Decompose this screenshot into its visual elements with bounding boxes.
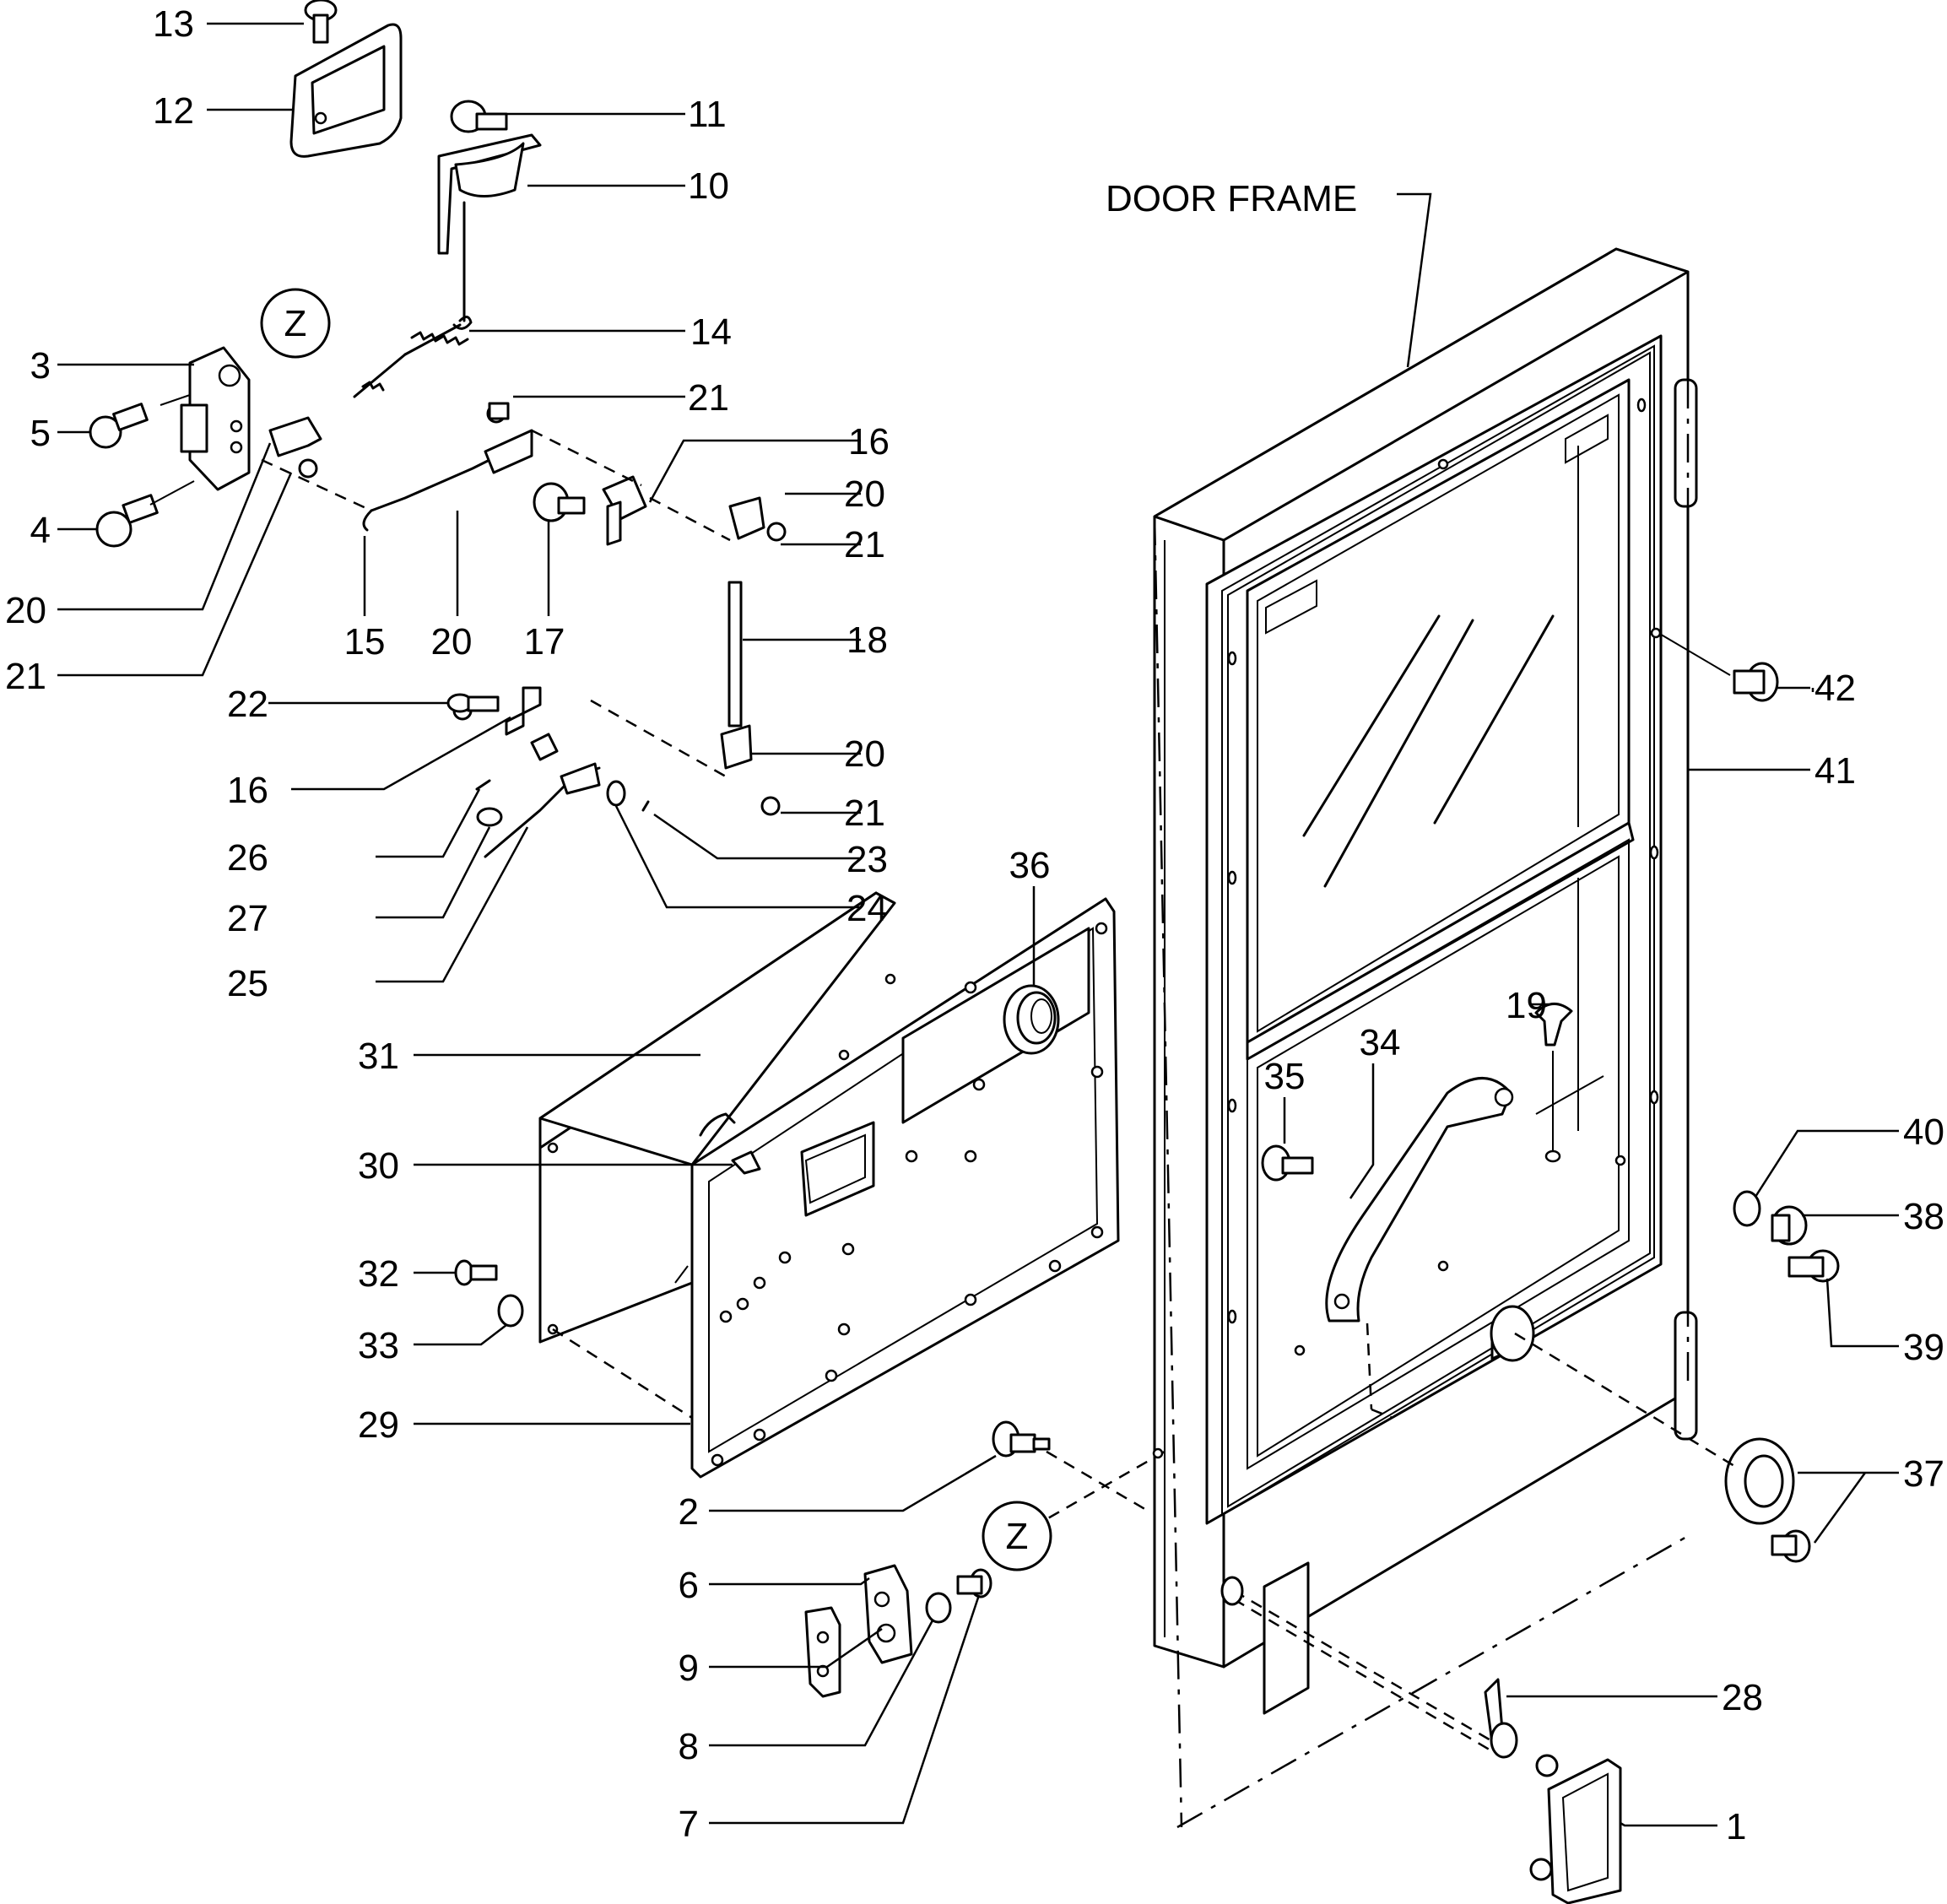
door-frame <box>1153 247 1698 1829</box>
upper-hinge <box>1674 378 1698 508</box>
lock-plate-6-9 <box>804 1564 913 1698</box>
detail-marker-z-bottom <box>982 1501 1052 1571</box>
part-labels: 13 12 11 10 14 3 5 4 20 21 21 16 20 21 1… <box>5 3 1944 1847</box>
label-38: 38 <box>1903 1196 1944 1237</box>
screw-4 <box>95 494 159 548</box>
grommet-36 <box>1003 984 1060 1055</box>
label-42: 42 <box>1814 668 1856 709</box>
part-17 <box>533 482 586 522</box>
plug-42 <box>1733 662 1779 702</box>
screw-32 <box>454 1259 498 1286</box>
label-3: 3 <box>30 345 51 387</box>
spring-rod-14 <box>353 201 473 398</box>
label-34: 34 <box>1360 1022 1401 1063</box>
label-23: 23 <box>846 839 888 880</box>
label-19: 19 <box>1506 985 1547 1026</box>
label-30: 30 <box>358 1145 399 1187</box>
screw-7 <box>956 1568 992 1598</box>
label-18: 18 <box>846 619 888 661</box>
detail-z-label-top: Z <box>284 303 307 344</box>
label-21-b: 21 <box>688 377 729 419</box>
rod-18 <box>649 496 765 770</box>
label-35: 35 <box>1264 1056 1306 1097</box>
label-12: 12 <box>153 90 194 132</box>
screw-5 <box>89 403 149 449</box>
frame-holes <box>1227 398 1659 1356</box>
label-15: 15 <box>344 621 386 663</box>
washer-33 <box>497 1294 524 1328</box>
label-39: 39 <box>1903 1327 1944 1368</box>
label-5: 5 <box>30 413 51 454</box>
label-2: 2 <box>679 1491 699 1533</box>
label-7: 7 <box>679 1804 699 1845</box>
label-41: 41 <box>1814 750 1856 792</box>
fastener-19 <box>1534 1003 1573 1047</box>
label-40: 40 <box>1903 1112 1944 1153</box>
bracket-16-upper <box>531 429 647 546</box>
label-20-a: 20 <box>5 590 46 631</box>
knob-13 <box>304 0 338 44</box>
label-16-b: 16 <box>227 770 268 811</box>
clip-30 <box>731 1150 761 1175</box>
label-22: 22 <box>227 684 268 725</box>
label-24: 24 <box>846 888 888 929</box>
label-20-b: 20 <box>844 473 885 515</box>
rod-28 <box>1484 1678 1518 1759</box>
label-27: 27 <box>227 898 268 939</box>
panel-holes <box>547 922 1108 1467</box>
label-20-c: 20 <box>431 621 473 663</box>
label-4: 4 <box>30 510 51 551</box>
handle-34 <box>1325 1077 1514 1323</box>
outer-handle-1 <box>1529 1754 1622 1904</box>
inner-handle-12 <box>289 23 403 158</box>
screw-35 <box>1261 1144 1314 1182</box>
label-36: 36 <box>1009 845 1051 886</box>
label-9: 9 <box>679 1647 699 1689</box>
label-14: 14 <box>690 311 732 353</box>
detail-z-label-bottom: Z <box>1006 1516 1029 1557</box>
label-28: 28 <box>1722 1677 1763 1718</box>
lower-linkage <box>446 686 727 858</box>
latch-bracket-10 <box>437 100 542 255</box>
label-13: 13 <box>153 3 194 45</box>
label-31: 31 <box>358 1036 399 1077</box>
label-17: 17 <box>524 621 565 663</box>
label-32: 32 <box>358 1253 399 1295</box>
label-16-a: 16 <box>848 421 890 462</box>
label-21-c: 21 <box>844 524 885 565</box>
label-10: 10 <box>688 165 729 207</box>
label-29: 29 <box>358 1404 399 1446</box>
label-25: 25 <box>227 963 268 1004</box>
label-21-a: 21 <box>5 656 46 697</box>
label-26: 26 <box>227 837 268 879</box>
label-33: 33 <box>358 1325 399 1366</box>
cap-38 <box>1771 1205 1808 1246</box>
detail-marker-z-top <box>260 288 331 359</box>
door-frame-label: DOOR FRAME <box>1106 178 1357 219</box>
escutcheon-37 <box>1724 1437 1811 1563</box>
washer-40 <box>1733 1190 1761 1227</box>
latch-switch-3 <box>180 346 251 491</box>
lower-hinge <box>1674 1311 1698 1441</box>
lock-2 <box>992 1420 1051 1458</box>
washer-8 <box>925 1592 952 1624</box>
label-37: 37 <box>1903 1453 1944 1495</box>
screw-39 <box>1787 1249 1840 1283</box>
label-8: 8 <box>679 1726 699 1767</box>
inner-panel-29-31 <box>538 891 1120 1479</box>
leader-lines <box>57 22 1899 1827</box>
rod-15 <box>261 416 533 532</box>
label-11: 11 <box>688 94 727 135</box>
label-20-d: 20 <box>844 733 885 775</box>
label-21-d: 21 <box>844 792 885 834</box>
label-1: 1 <box>1726 1806 1746 1847</box>
label-6: 6 <box>679 1565 699 1606</box>
